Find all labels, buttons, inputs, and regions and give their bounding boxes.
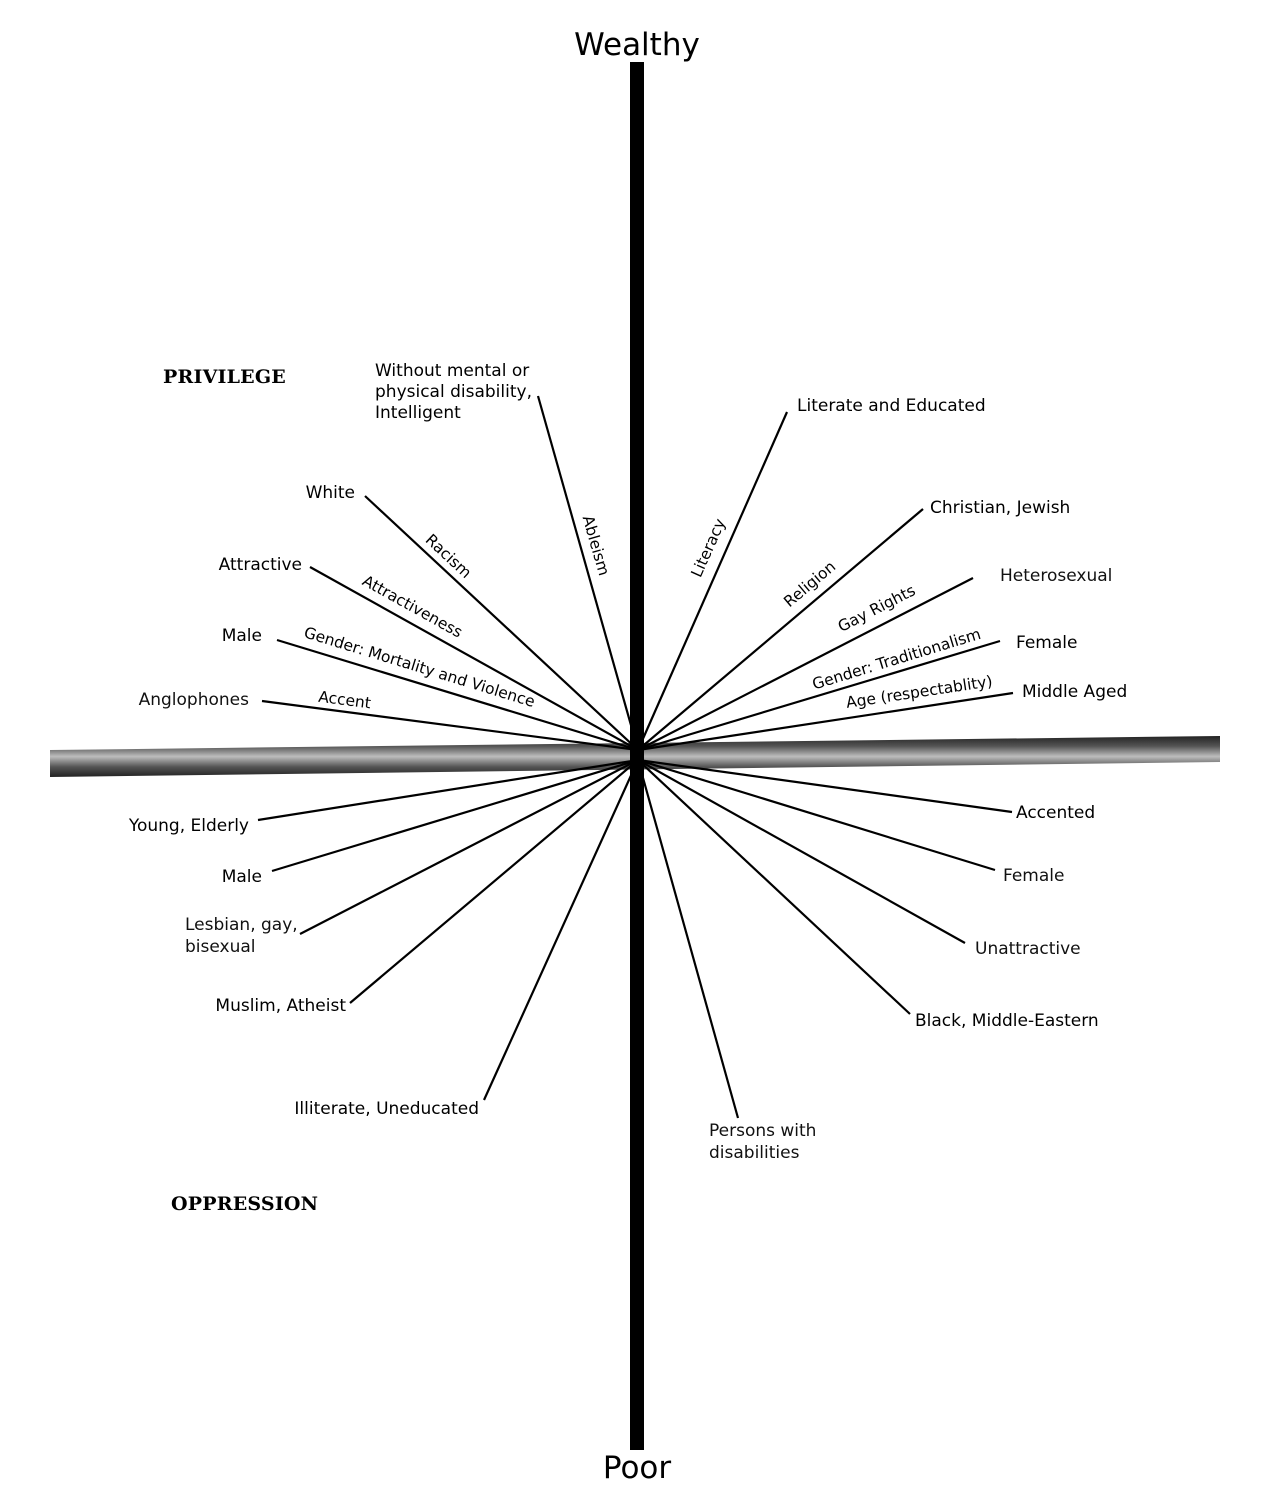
label-muslim-atheist: Muslim, Atheist <box>215 996 346 1016</box>
pole-poor: Poor <box>603 1450 672 1486</box>
axis-attractiveness: Attractiveness <box>359 572 465 642</box>
label-line: Lesbian, gay, <box>185 915 298 935</box>
label-unattractive: Unattractive <box>975 939 1081 959</box>
label-heterosexual: Heterosexual <box>1000 566 1112 586</box>
label-line: disabilities <box>709 1143 800 1163</box>
label-anglophones: Anglophones <box>139 690 250 710</box>
spoke-attractive <box>309 566 639 751</box>
vertical-axis <box>630 62 644 1450</box>
spoke-lgb <box>299 759 639 935</box>
heading-oppression: OPPRESSION <box>171 1193 318 1215</box>
label-persons-with-disabilities: Persons with disabilities <box>709 1121 822 1163</box>
spoke-accented <box>637 758 1013 814</box>
label-male-oppression: Male <box>222 867 262 887</box>
label-white: White <box>306 483 355 503</box>
spoke-literate <box>636 411 789 751</box>
spoke-without-disability <box>536 395 640 751</box>
spoke-black-middle-eastern <box>637 759 911 1015</box>
pole-wealthy: Wealthy <box>574 27 700 63</box>
spoke-unattractive <box>637 759 966 944</box>
spoke-male-oppression <box>271 758 639 873</box>
label-line: Without mental or <box>375 361 529 381</box>
axis-ableism: Ableism <box>579 513 613 577</box>
spoke-white <box>364 495 639 751</box>
heading-privilege: PRIVILEGE <box>163 366 286 388</box>
axis-age: Age (respectablity) <box>845 672 994 712</box>
spoke-young-elderly <box>257 758 639 822</box>
label-line: bisexual <box>185 937 256 957</box>
label-without-disability: Without mental or physical disability, I… <box>375 361 537 423</box>
privilege-labels: Anglophones Male Attractive White Withou… <box>139 361 1128 710</box>
spoke-middle-aged <box>637 691 1014 752</box>
label-lgb: Lesbian, gay, bisexual <box>185 915 303 957</box>
label-literate: Literate and Educated <box>797 396 986 416</box>
label-attractive: Attractive <box>219 555 302 575</box>
oppression-spokes <box>257 758 1013 1119</box>
spoke-illiterate <box>482 759 640 1101</box>
spoke-female-oppression <box>637 758 996 872</box>
label-young-elderly: Young, Elderly <box>128 816 249 836</box>
axis-religion: Religion <box>780 557 839 610</box>
label-male-privilege: Male <box>222 626 262 646</box>
label-female-privilege: Female <box>1016 633 1077 653</box>
spoke-heterosexual <box>637 577 974 751</box>
label-black-middle-eastern: Black, Middle-Eastern <box>915 1011 1099 1031</box>
label-middle-aged: Middle Aged <box>1022 682 1127 702</box>
spoke-female-privilege <box>637 639 1001 752</box>
spoke-anglophones <box>261 699 639 752</box>
spoke-christian-jewish <box>637 508 924 751</box>
spoke-muslim-atheist <box>349 759 639 1004</box>
spoke-axis-names: Accent Gender: Mortality and Violence At… <box>302 513 994 712</box>
label-illiterate: Illiterate, Uneducated <box>294 1099 479 1119</box>
oppression-labels: Young, Elderly Male Lesbian, gay, bisexu… <box>128 803 1099 1163</box>
label-line: physical disability, <box>375 382 532 402</box>
privilege-spokes <box>261 395 1014 752</box>
label-christian-jewish: Christian, Jewish <box>930 498 1070 518</box>
axis-literacy: Literacy <box>688 516 730 580</box>
spoke-male-privilege <box>276 638 639 752</box>
label-female-oppression: Female <box>1003 866 1064 886</box>
label-line: Persons with <box>709 1121 816 1141</box>
label-line: Intelligent <box>375 403 461 423</box>
spoke-persons-with-disabilities <box>636 759 740 1119</box>
label-accented: Accented <box>1016 803 1095 823</box>
